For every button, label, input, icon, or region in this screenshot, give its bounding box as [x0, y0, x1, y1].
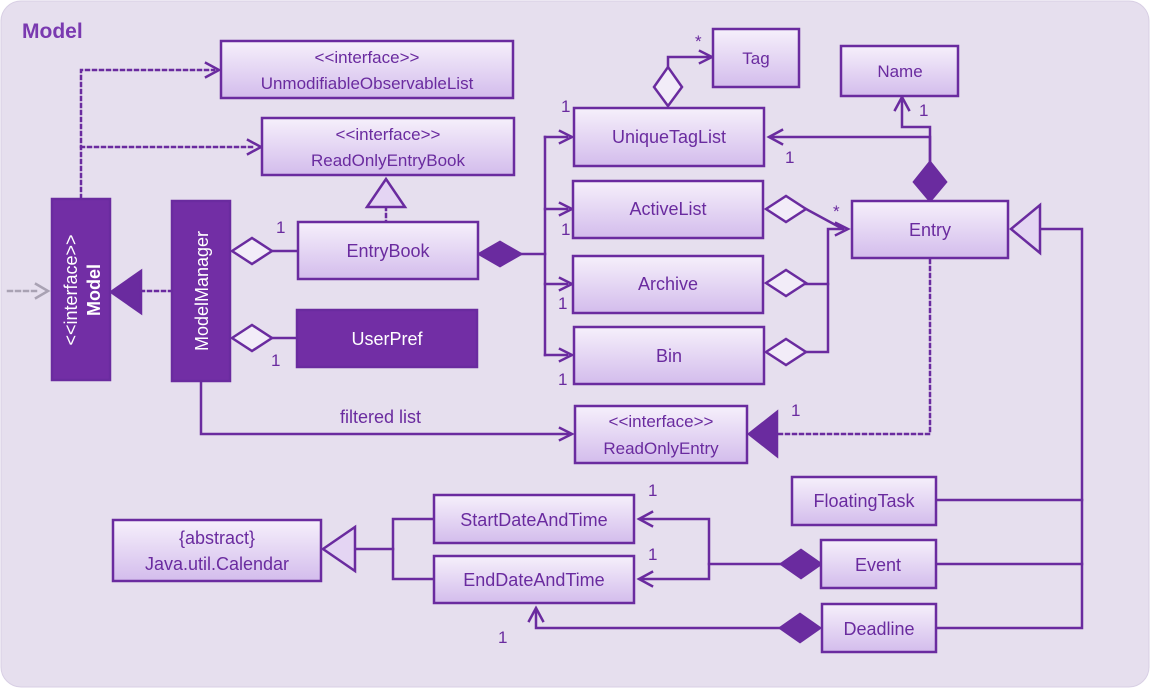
- readonly-entry-realization-triangle: [746, 409, 779, 459]
- bin-aggregation-diamond: [763, 337, 809, 367]
- entry-box[interactable]: [850, 199, 1010, 260]
- readonly-entry-stereotype: <<interface>>: [609, 412, 714, 431]
- mult-readonly-entry-1: 1: [791, 401, 800, 420]
- calendar-box[interactable]: [111, 518, 323, 583]
- unmodifiable-list-stereotype: <<interface>>: [315, 48, 420, 67]
- tag-name: Tag: [742, 49, 769, 68]
- end-date-time-box[interactable]: [432, 554, 636, 605]
- bin-box[interactable]: [572, 325, 766, 386]
- calendar-generalization-triangle: [320, 524, 357, 574]
- event-box[interactable]: [819, 538, 938, 590]
- deadline-to-end-link: [534, 607, 782, 630]
- entry-generalization-link: [934, 227, 1084, 630]
- entry-name: Entry: [909, 220, 951, 240]
- mult-deadline-end-1: 1: [498, 628, 507, 647]
- name-class-name: Name: [877, 62, 922, 81]
- start-arrowhead: [636, 510, 654, 528]
- event-name: Event: [855, 555, 901, 575]
- end-arrowhead: [636, 570, 654, 588]
- mult-start-1: 1: [648, 481, 657, 500]
- modelmanager-userpref-aggregation-diamond: [229, 323, 275, 353]
- filtered-list-link: [199, 379, 570, 436]
- unmodifiable-list-box[interactable]: [219, 39, 515, 100]
- start-date-time-box[interactable]: [432, 493, 636, 545]
- readonly-entry-arrowhead: [558, 426, 575, 442]
- mult-entry-star: *: [833, 202, 840, 221]
- readonly-entry-name: ReadOnlyEntry: [603, 439, 719, 458]
- uniquetaglist-arrowhead: [558, 129, 575, 145]
- model-to-unmodifiable-link: [79, 68, 216, 200]
- entrybook-box[interactable]: [296, 220, 480, 281]
- uniquetaglist-back-arrowhead: [766, 128, 784, 146]
- mult-end-1: 1: [648, 545, 657, 564]
- lists-entry-bus: [804, 227, 845, 286]
- entry-generalization-triangle: [1009, 202, 1042, 256]
- end-date-time-name: EndDateAndTime: [463, 570, 604, 590]
- event-start-end-bus: [638, 517, 711, 581]
- uniquetaglist-box[interactable]: [572, 106, 766, 168]
- modelmanager-name: ModelManager: [192, 231, 212, 351]
- userpref-box[interactable]: [295, 308, 479, 369]
- entry-realizes-readonly-entry-link: [775, 258, 932, 436]
- mult-name-1: 1: [919, 101, 928, 120]
- modelmanager-box[interactable]: [170, 199, 232, 383]
- bin-arrowhead: [558, 347, 575, 363]
- readonly-entry-box[interactable]: [573, 404, 749, 465]
- mult-entry-taglist-1: 1: [785, 148, 794, 167]
- bin-entry-link: [804, 282, 830, 354]
- deadline-box[interactable]: [820, 602, 938, 654]
- uniquetaglist-to-tag-link: [666, 55, 710, 68]
- mult-tag-star: *: [695, 32, 702, 51]
- deadline-composition-diamond: [777, 612, 823, 644]
- activelist-entry-link: [804, 207, 845, 231]
- archive-name: Archive: [638, 274, 698, 294]
- calendar-name: Java.util.Calendar: [145, 554, 289, 574]
- calendar-stereotype: {abstract}: [179, 528, 255, 548]
- name-box[interactable]: [839, 44, 960, 98]
- archive-aggregation-diamond: [763, 268, 809, 298]
- mult-activelist-1: 1: [561, 220, 570, 239]
- activelist-name: ActiveList: [629, 199, 706, 219]
- entry-to-name-link: [900, 96, 932, 164]
- filtered-list-label: filtered list: [340, 407, 421, 427]
- archive-box[interactable]: [571, 254, 765, 315]
- userpref-name: UserPref: [351, 329, 423, 349]
- floatingtask-box[interactable]: [790, 475, 938, 527]
- entry-arrowhead: [834, 221, 851, 237]
- entry-composition-diamond: [912, 159, 948, 203]
- tag-box[interactable]: [711, 27, 801, 89]
- start-date-time-name: StartDateAndTime: [460, 510, 607, 530]
- incoming-arrowhead: [34, 282, 51, 300]
- unmodifiable-arrowhead: [204, 61, 222, 79]
- uniquetaglist-name: UniqueTagList: [612, 127, 726, 147]
- uniquetaglist-tag-aggregation-diamond: [652, 64, 684, 109]
- mult-bin-1: 1: [558, 370, 567, 389]
- diagram-title: Model: [22, 20, 83, 43]
- entrybook-composition-diamond: [476, 240, 524, 268]
- unmodifiable-list-name: UnmodifiableObservableList: [261, 74, 474, 93]
- entrybook-name: EntryBook: [346, 241, 430, 261]
- mult-entrybook-1: 1: [276, 218, 285, 237]
- readonly-entrybook-box[interactable]: [260, 116, 516, 177]
- readonly-entrybook-stereotype: <<interface>>: [336, 125, 441, 144]
- mult-uniquetaglist-1: 1: [561, 97, 570, 116]
- mult-archive-1: 1: [558, 294, 567, 313]
- activelist-aggregation-diamond: [763, 194, 809, 224]
- model-interface-name: Model: [84, 264, 104, 316]
- modelmanager-entrybook-aggregation-diamond: [229, 236, 275, 266]
- deadline-name: Deadline: [843, 619, 914, 639]
- readonly-entrybook-generalization-triangle: [364, 176, 408, 209]
- mult-userpref-1: 1: [271, 351, 280, 370]
- floatingtask-name: FloatingTask: [813, 491, 915, 511]
- model-realization-triangle: [108, 268, 143, 316]
- model-interface-box[interactable]: [50, 197, 112, 382]
- model-interface-stereotype: <<interface>>: [61, 234, 81, 345]
- bin-name: Bin: [656, 346, 682, 366]
- readonly-entrybook-name: ReadOnlyEntryBook: [311, 151, 466, 170]
- deadline-end-arrowhead: [527, 605, 545, 623]
- activelist-box[interactable]: [571, 179, 765, 240]
